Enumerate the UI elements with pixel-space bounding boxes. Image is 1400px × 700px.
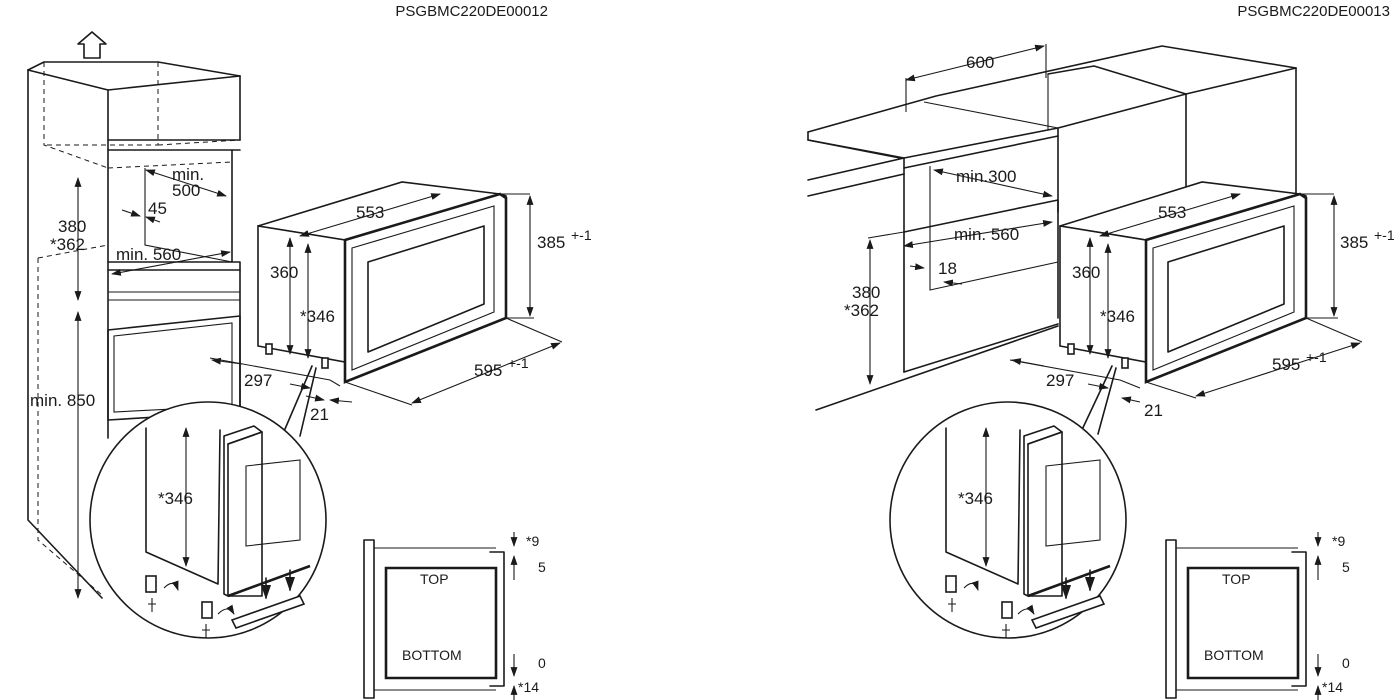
left-label-346: *346 bbox=[300, 307, 335, 326]
left-profile: TOP BOTTOM *9 5 0 *14 bbox=[363, 532, 546, 700]
left-label-362: *362 bbox=[50, 235, 85, 254]
left-label-45: 45 bbox=[148, 199, 167, 218]
right-label-21: 21 bbox=[1144, 401, 1163, 420]
left-label-360: 360 bbox=[270, 263, 298, 282]
right-label-18: 18 bbox=[938, 259, 957, 278]
left-label-min850: min. 850 bbox=[30, 391, 95, 410]
left-zoom-detail: *346 bbox=[89, 365, 327, 639]
right-profile: TOP BOTTOM *9 5 0 *14 bbox=[1165, 532, 1350, 700]
right-profile-0: 0 bbox=[1342, 655, 1350, 671]
right-profile-bottom: BOTTOM bbox=[1204, 647, 1264, 663]
right-profile-14: *14 bbox=[1322, 679, 1343, 695]
left-diagram-code: PSGBMC220DE00012 bbox=[395, 3, 548, 20]
right-profile-9: *9 bbox=[1332, 533, 1345, 549]
left-label-min560: min. 560 bbox=[116, 245, 181, 264]
right-label-297: 297 bbox=[1046, 371, 1074, 390]
left-profile-9: *9 bbox=[526, 533, 539, 549]
left-label-385-tol: +-1 bbox=[571, 227, 592, 243]
up-arrow-icon bbox=[77, 31, 107, 59]
left-label-380: 380 bbox=[58, 217, 86, 236]
left-label-21: 21 bbox=[310, 405, 329, 424]
left-zoom-label-346: *346 bbox=[158, 489, 193, 508]
left-profile-bottom: BOTTOM bbox=[402, 647, 462, 663]
right-label-385-tol: +-1 bbox=[1374, 227, 1395, 243]
left-label-385: 385 bbox=[537, 233, 565, 252]
right-label-346: *346 bbox=[1100, 307, 1135, 326]
left-label-595: 595 bbox=[474, 361, 502, 380]
left-profile-5: 5 bbox=[538, 559, 546, 575]
right-profile-5: 5 bbox=[1342, 559, 1350, 575]
left-profile-top: TOP bbox=[420, 571, 449, 587]
right-diagram-code: PSGBMC220DE00013 bbox=[1237, 3, 1390, 20]
right-label-min560: min. 560 bbox=[954, 225, 1019, 244]
right-label-600: 600 bbox=[966, 53, 994, 72]
left-label-297: 297 bbox=[244, 371, 272, 390]
right-label-595: 595 bbox=[1272, 355, 1300, 374]
left-diagram: PSGBMC220DE00012 bbox=[27, 3, 592, 700]
left-label-595-tol: +-1 bbox=[508, 355, 529, 371]
right-label-385: 385 bbox=[1340, 233, 1368, 252]
right-label-595-tol: +-1 bbox=[1306, 349, 1327, 365]
right-label-362: *362 bbox=[844, 301, 879, 320]
left-profile-0: 0 bbox=[538, 655, 546, 671]
right-zoom-label-346: *346 bbox=[958, 489, 993, 508]
right-label-380: 380 bbox=[852, 283, 880, 302]
right-label-553: 553 bbox=[1158, 203, 1186, 222]
right-diagram: PSGBMC220DE00013 bbox=[807, 3, 1395, 700]
left-profile-14: *14 bbox=[518, 679, 539, 695]
right-label-360: 360 bbox=[1072, 263, 1100, 282]
right-label-min300: min.300 bbox=[956, 167, 1016, 186]
right-zoom-detail: *346 bbox=[889, 365, 1127, 639]
right-profile-top: TOP bbox=[1222, 571, 1251, 587]
left-label-500: 500 bbox=[172, 181, 200, 200]
left-label-min: min. bbox=[172, 165, 204, 184]
left-label-553: 553 bbox=[356, 203, 384, 222]
